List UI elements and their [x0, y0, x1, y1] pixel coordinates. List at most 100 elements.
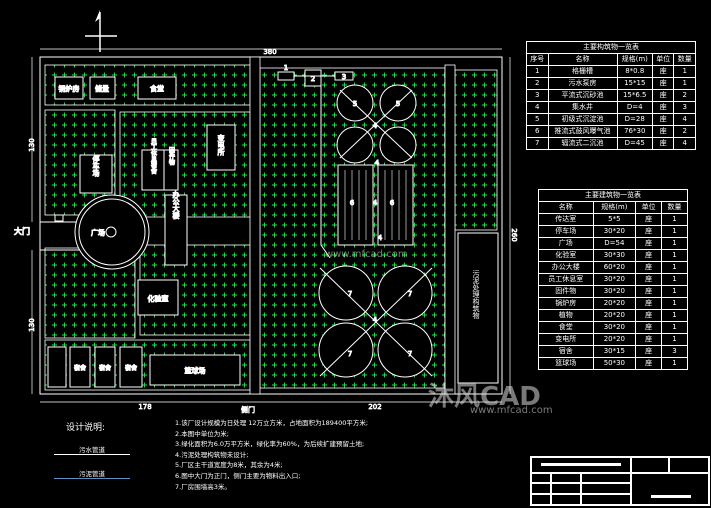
title-block: [530, 456, 710, 506]
note-line: 5.厂区主干道宽度为8米，其余为4米;: [175, 461, 283, 470]
unit-label: 4: [378, 234, 383, 242]
note-line: 4.污泥处理构筑物未设计;: [175, 450, 249, 459]
table-cell: 3: [673, 101, 696, 114]
table-cell: 座: [651, 89, 675, 102]
canteen-building: [137, 76, 177, 100]
table-header: 名称: [538, 201, 594, 214]
table-cell: 20*20: [592, 333, 637, 346]
unit-label: 4: [373, 122, 378, 130]
unit-label: 7: [408, 290, 412, 298]
unit-label: 3: [342, 73, 346, 81]
unit-label: 6: [390, 199, 395, 207]
boiler-room-label: 锅炉房: [59, 84, 80, 93]
table-cell: 6: [526, 125, 549, 138]
table-cell: 5*5: [592, 213, 637, 226]
table-header: 规格(m): [616, 53, 653, 66]
table-cell: 30*20: [592, 273, 637, 286]
dorm-label: 宿舍: [99, 364, 111, 372]
table-cell: 座: [635, 321, 663, 334]
office-building: [164, 194, 188, 266]
table-cell: D=28: [616, 113, 653, 126]
gate-label: 大门: [14, 226, 30, 236]
parking-lot: [79, 154, 113, 194]
table-cell: 5: [526, 113, 549, 126]
table-cell: 辐流式二沉池: [547, 137, 618, 150]
substation-building: [206, 124, 236, 171]
table-cell: 传达室: [538, 213, 594, 226]
table-cell: 平流式沉砂池: [547, 89, 618, 102]
table-cell: 4: [673, 113, 696, 126]
table-header: 规格(m): [592, 201, 637, 214]
table-cell: D=45: [616, 137, 653, 150]
design-notes: 1.该厂设计规模为日处理 12万立方米，占地面积为189400平方米; 2.本图…: [175, 418, 368, 492]
unit-label: 4: [375, 159, 380, 167]
table-cell: 固件物: [538, 285, 594, 298]
table-cell: 50*30: [592, 357, 637, 370]
table-cell: 座: [635, 225, 663, 238]
table-cell: 4: [673, 137, 696, 150]
side-gate-label: 侧门: [241, 405, 255, 414]
note-line: 1.该厂设计规模为日处理 12万立方米，占地面积为189400平方米;: [175, 419, 369, 427]
treatment-units: 1 2 3 5 5 4 6 6 4 7 7: [277, 64, 433, 378]
table-cell: 篮球场: [538, 357, 594, 370]
table-cell: 1: [661, 297, 688, 310]
unit-label: 7: [348, 350, 352, 358]
substation-label: 变电所: [217, 134, 225, 157]
staff-dorm-label: 员工休息宿舍: [150, 138, 157, 175]
table-cell: 座: [651, 65, 675, 78]
table-header: 数量: [661, 201, 688, 214]
table-cell: 2: [673, 125, 696, 138]
table-cell: 30*20: [592, 285, 637, 298]
note-line: 6.图中大门为正门，侧门主要为物料出入口;: [175, 471, 301, 480]
legend-sludge-pipe: 污泥管道: [54, 468, 130, 479]
table-cell: 化验室: [538, 249, 594, 262]
dim-lower-height: 130: [28, 318, 36, 331]
canteen-label: 食堂: [150, 84, 164, 93]
dorm-building: [69, 346, 91, 388]
table-cell: 办公大楼: [538, 261, 594, 274]
plaza-label: 广场: [91, 228, 105, 237]
unit-label: 1: [284, 64, 288, 72]
table-cell: 座: [635, 273, 663, 286]
table-cell: 座: [635, 213, 663, 226]
table-cell: 推流式鼓风曝气池: [547, 125, 618, 138]
table-cell: 1: [661, 237, 688, 250]
table-cell: 1: [661, 261, 688, 274]
dim-right-width: 202: [368, 403, 381, 411]
table-cell: 76*30: [616, 125, 653, 138]
watermark-brand: 沐风CAD: [428, 382, 541, 412]
table-cell: 座: [635, 357, 663, 370]
note-line: 3.绿化面积为6.0万平方米，绿化率为60%，为后续扩建预留土地;: [175, 440, 365, 449]
lab-label: 化验室: [148, 294, 169, 303]
parking-label: 停车场: [92, 155, 100, 178]
table-cell: 格栅槽: [547, 65, 618, 78]
table-cell: 座: [635, 297, 663, 310]
note-line: 7.厂房围墙高3米。: [175, 482, 231, 491]
unit-label: 7: [348, 290, 352, 298]
table-cell: 广场: [538, 237, 594, 250]
plaza: 广场 大门: [14, 194, 150, 270]
sludge-label: 污泥处理构筑物: [472, 270, 480, 320]
table-cell: 1: [661, 249, 688, 262]
table-cell: 植物: [538, 309, 594, 322]
table-cell: 1: [661, 357, 688, 370]
table-header: 序号: [526, 53, 549, 66]
table-cell: 座: [651, 113, 675, 126]
table-cell: 20*20: [592, 297, 637, 310]
structures-table-title: 主要构筑物一览表: [526, 41, 696, 53]
table-cell: 座: [635, 345, 663, 358]
